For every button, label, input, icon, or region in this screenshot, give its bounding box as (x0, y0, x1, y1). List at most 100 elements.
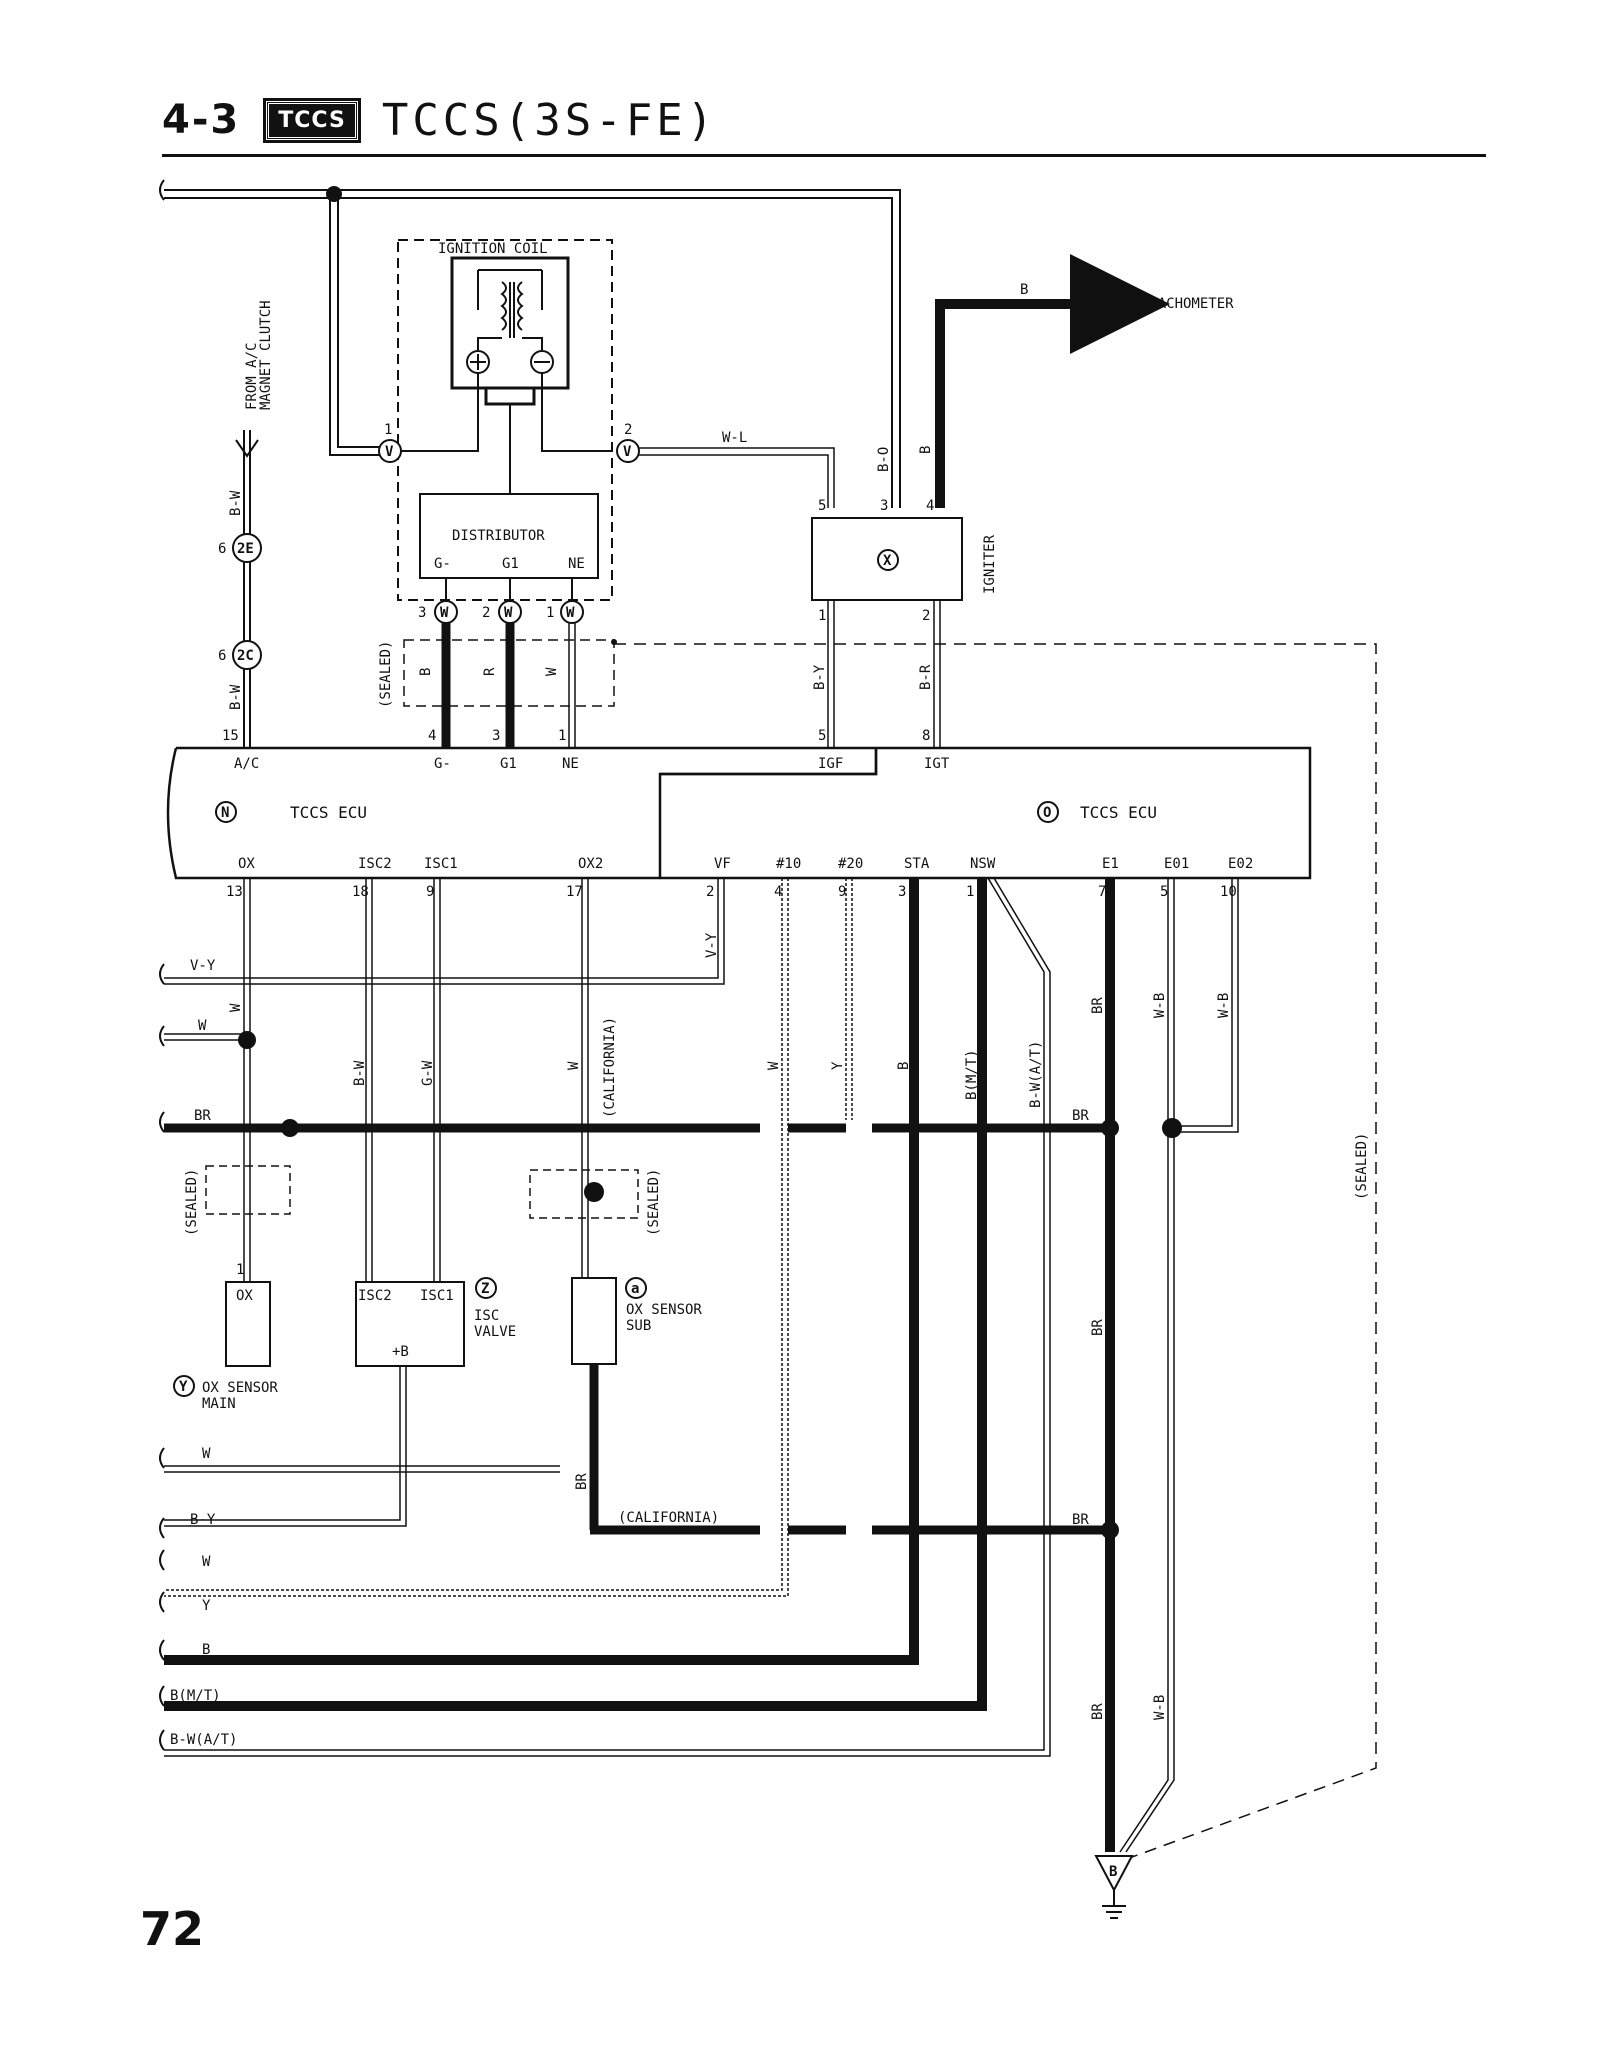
ox-sensor-main-box (225, 1281, 271, 1367)
ecu-n-code-label: N (221, 805, 229, 821)
ecu-pin-20: #20 (838, 856, 863, 872)
ecu-pin-e01-num: 5 (1160, 884, 1168, 900)
connector-2c-pin: 6 (218, 648, 226, 664)
section-number: 4-3 (162, 97, 241, 143)
wire-label-w-ox: W (228, 1003, 244, 1012)
wire-label-br-e1: BR (1090, 997, 1106, 1014)
wire-label-b-r: B-R (918, 664, 934, 690)
ecu-pin-e02: E02 (1228, 856, 1253, 872)
igniter-box (811, 517, 963, 601)
wire-label-br-low: BR (1090, 1703, 1106, 1720)
wire-b-o (164, 189, 901, 508)
isc-pin-isc2: ISC2 (358, 1288, 392, 1304)
ox-sensor-sub-code (625, 1277, 647, 1299)
ecu-pin-isc2-num: 18 (352, 884, 369, 900)
harness-w-3: W (202, 1554, 211, 1570)
igniter-pin-3: 3 (880, 498, 888, 514)
connector-v1-label: V (385, 444, 394, 460)
ecu-pin-isc1: ISC1 (424, 856, 458, 872)
ground-triangle (1094, 1855, 1134, 1893)
ox-box-label: OX (236, 1288, 253, 1304)
ecu-pin-isc1-num: 9 (426, 884, 434, 900)
wire-label-b-sta: B (896, 1062, 912, 1070)
ox-sensor-main-label-2: MAIN (202, 1396, 236, 1412)
connector-2c[interactable] (232, 640, 262, 670)
connector-w1[interactable] (560, 600, 584, 624)
connector-w3-pin: 3 (418, 605, 426, 621)
header-rule (162, 154, 1486, 157)
ecu-pin-ox2-num: 17 (566, 884, 583, 900)
connector-v2[interactable] (616, 439, 640, 463)
wire-label-g-w: G-W (420, 1060, 436, 1086)
wire-sta-b (164, 878, 919, 1665)
ground-code-label: B (1109, 1864, 1117, 1880)
ecu-pin-g1-num: 3 (492, 728, 500, 744)
ox-sensor-main-label-1: OX SENSOR (202, 1380, 278, 1396)
ecu-pin-vf: VF (714, 856, 731, 872)
wire-label-b-w-top: B-W (228, 490, 244, 516)
from-ac-label-1: FROM A/C (244, 343, 260, 410)
connector-w1-pin: 1 (546, 605, 554, 621)
wire-label-b-w-at: B-W(A/T) (1028, 1041, 1044, 1108)
wire-label-w-10: W (766, 1061, 782, 1070)
isc-valve-label-2: VALVE (474, 1324, 516, 1340)
ecu-pin-ox: OX (238, 856, 255, 872)
wire-label-b-tacho: B (1020, 282, 1028, 298)
ecu-pin-10-num: 4 (774, 884, 782, 900)
ecu-pin-nsw-num: 1 (966, 884, 974, 900)
igniter-label: IGNITER (982, 534, 998, 594)
ecu-bottom-pins: OX 13 ISC2 18 ISC1 9 OX2 17 VF 2 #10 4 #… (226, 856, 1253, 900)
wire-label-br-sub: BR (574, 1473, 590, 1490)
ecu-o-code-label: O (1043, 805, 1051, 821)
ox-sensor-main-code-label: Y (179, 1379, 188, 1395)
ecu-pin-e1-num: 7 (1098, 884, 1106, 900)
wire-label-v-y: V-Y (704, 932, 720, 958)
wire-label-w-l: W-L (722, 430, 747, 446)
igniter-pin-5: 5 (818, 498, 826, 514)
ox-sensor-main-code (173, 1375, 195, 1397)
ecu-pin-g-minus: G- (434, 756, 451, 772)
dist-pin-ne: NE (568, 556, 585, 572)
ground-icon (1102, 1890, 1126, 1919)
connector-w3-label: W (440, 605, 449, 621)
igniter-code-label: X (883, 553, 892, 569)
connector-2e-label: 2E (237, 541, 254, 557)
ecu-top-pins: A/C 15 G- 4 G1 3 NE 1 IGF 5 IGT 8 (222, 728, 950, 772)
wire-label-w-dist: W (544, 667, 560, 676)
dist-pin-g1: G1 (502, 556, 519, 572)
wire-label-b-igniter: B (918, 446, 934, 454)
wire-label-b-dist: B (418, 668, 434, 676)
connector-v2-pin: 2 (624, 422, 632, 438)
connector-v1[interactable] (378, 439, 402, 463)
connector-2c-label: 2C (237, 648, 254, 664)
ecu-pin-ne: NE (562, 756, 579, 772)
wire-label-br-bus2: BR (1072, 1512, 1089, 1528)
connector-w2-pin: 2 (482, 605, 490, 621)
ecu-pin-20-num: 9 (838, 884, 846, 900)
ecu-pin-igf: IGF (818, 756, 843, 772)
ecu-pin-e1: E1 (1102, 856, 1119, 872)
ignition-coil-label: IGNITION COIL (438, 241, 548, 257)
ecu-pin-igf-num: 5 (818, 728, 826, 744)
ecu-pin-ac: A/C (234, 756, 259, 772)
ox-sensor-sub-box (571, 1277, 617, 1365)
sealed-note-dist: (SEALED) (378, 641, 394, 708)
sealed-note-ox2: (SEALED) (646, 1169, 662, 1236)
harness-v-y: V-Y (190, 958, 216, 974)
ecu-pin-isc2: ISC2 (358, 856, 392, 872)
distributor-label: DISTRIBUTOR (452, 528, 545, 544)
ecu-pin-10: #10 (776, 856, 801, 872)
connector-2e[interactable] (232, 533, 262, 563)
wire-nsw-b-mt (164, 878, 987, 1711)
igniter-pin-4: 4 (926, 498, 934, 514)
ecu-pin-sta: STA (904, 856, 930, 872)
harness-w-2: W (202, 1446, 211, 1462)
page-number: 72 (140, 1902, 205, 1956)
isc-pin-plus-b: +B (392, 1344, 409, 1360)
harness-b: B (202, 1642, 210, 1658)
isc-valve-label-1: ISC (474, 1308, 499, 1324)
ecu-pin-nsw: NSW (970, 856, 996, 872)
shield-dashed-loop (614, 643, 1377, 1861)
from-ac-label-2: MAGNET CLUTCH (258, 300, 274, 410)
